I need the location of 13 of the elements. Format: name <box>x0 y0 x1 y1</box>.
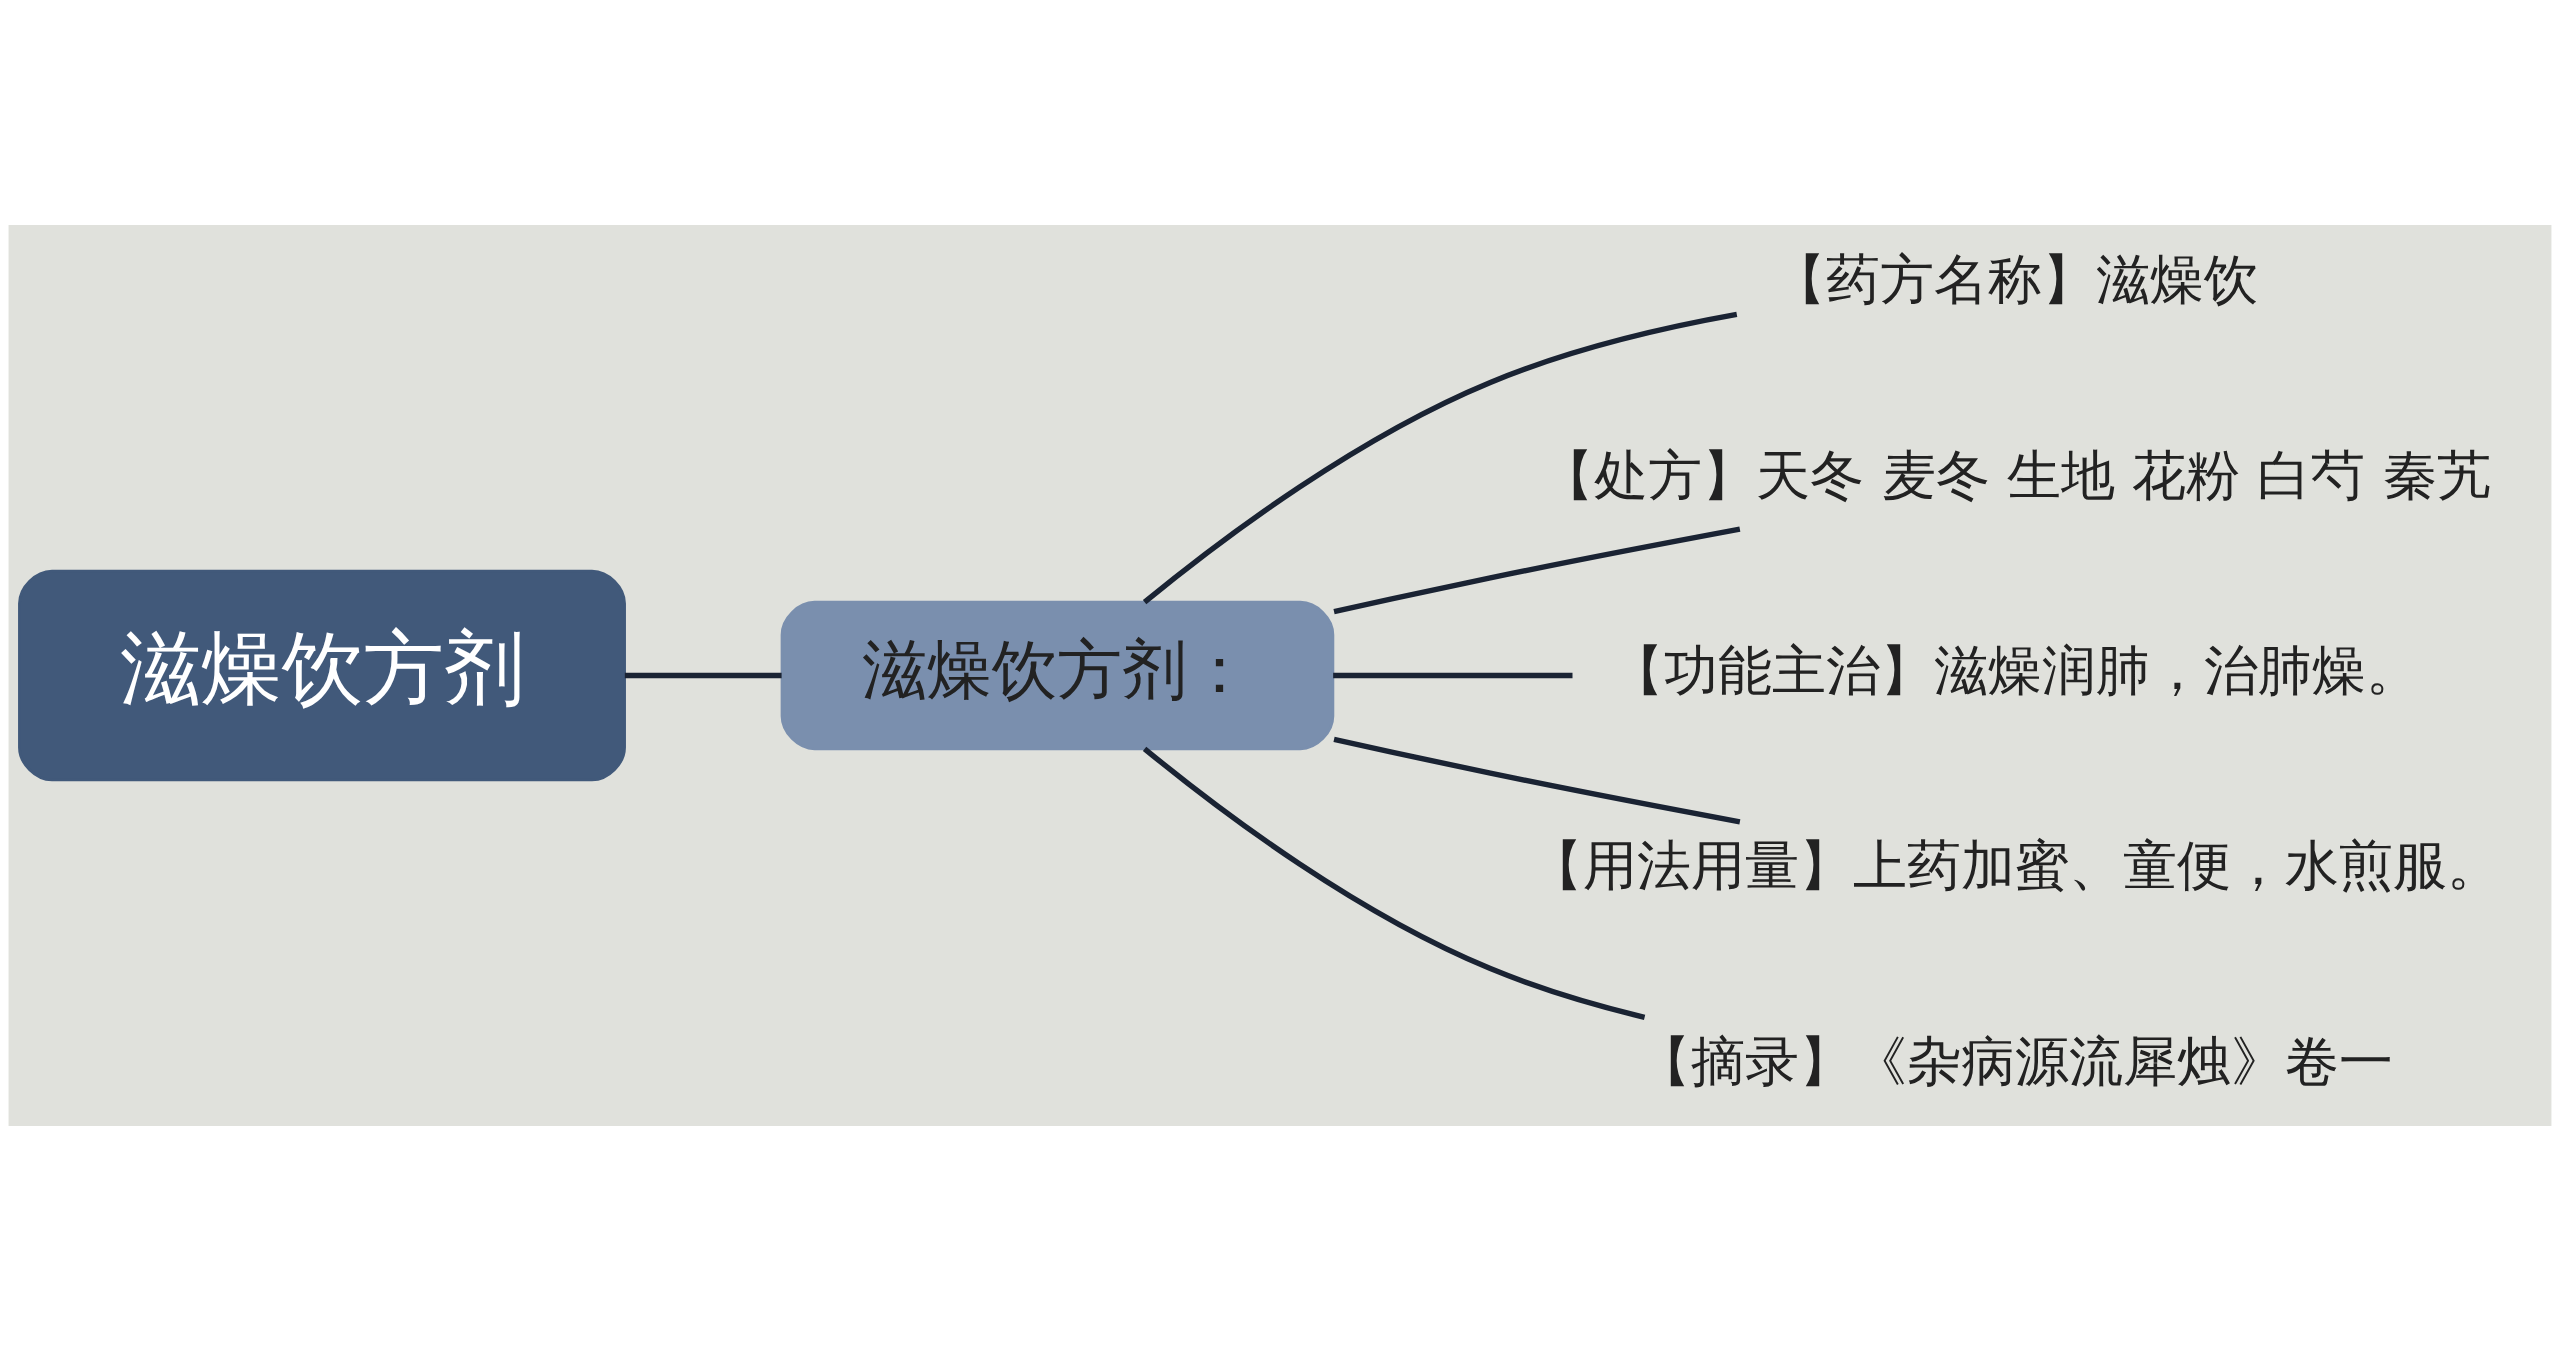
node-text: 【处方】天冬 麦冬 生地 花粉 白芍 秦艽 <box>1540 443 2491 507</box>
connector <box>1333 526 1741 615</box>
connector <box>1333 736 1741 825</box>
node-box: 滋燥饮方剂： <box>780 600 1335 751</box>
connector <box>624 672 782 679</box>
connector <box>1142 311 1738 605</box>
node-text: 【摘录】《杂病源流犀烛》卷一 <box>1637 1029 2394 1093</box>
node-text: 【功能主治】滋燥润肺，治肺燥。 <box>1610 639 2421 703</box>
connector <box>1333 672 1573 679</box>
connector <box>1142 746 1646 1020</box>
node-text: 【用法用量】上药加蜜、童便，水煎服。 <box>1529 834 2502 898</box>
node-text: 【药方名称】滋燥饮 <box>1772 248 2259 312</box>
node-box: 滋燥饮方剂 <box>18 569 626 782</box>
